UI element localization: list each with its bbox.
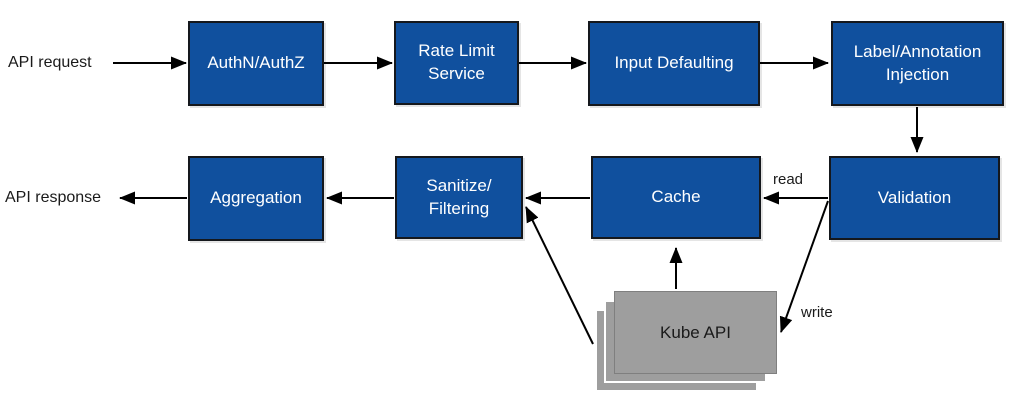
node-input-defaulting: Input Defaulting bbox=[588, 21, 760, 106]
node-rate-limit-service: Rate Limit Service bbox=[394, 21, 519, 105]
edge-kubeapi-to-sanitize bbox=[525, 206, 594, 345]
edge-label-write: write bbox=[801, 304, 833, 321]
node-aggregation: Aggregation bbox=[188, 156, 324, 241]
node-sanitize-filtering: Sanitize/ Filtering bbox=[395, 156, 523, 239]
api-response-label: API response bbox=[5, 189, 102, 206]
node-kube-api: Kube API bbox=[614, 291, 777, 374]
api-request-label: API request bbox=[8, 54, 92, 71]
node-label-annotation-injection: Label/Annotation Injection bbox=[831, 21, 1004, 106]
edge-label-read: read bbox=[773, 171, 804, 188]
node-cache: Cache bbox=[591, 156, 761, 239]
node-authn-authz: AuthN/AuthZ bbox=[188, 21, 324, 106]
node-validation: Validation bbox=[829, 156, 1000, 240]
